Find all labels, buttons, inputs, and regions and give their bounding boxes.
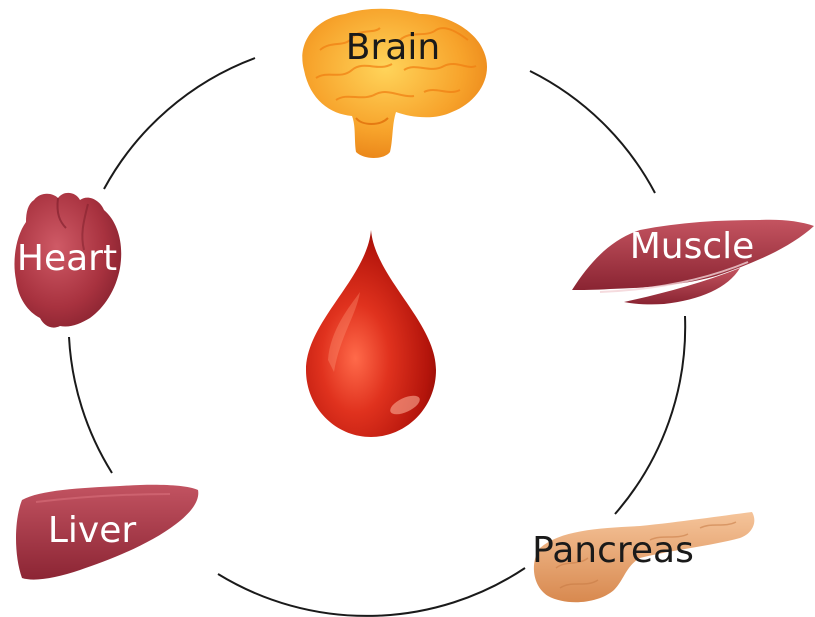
ring-arc-brain-to-muscle bbox=[530, 71, 655, 193]
ring-arc-liver-to-heart bbox=[69, 337, 112, 473]
blood-drop-icon bbox=[306, 230, 436, 437]
liver-organ: Liver bbox=[16, 485, 198, 580]
brain-label: Brain bbox=[346, 27, 440, 68]
pancreas-label: Pancreas bbox=[532, 530, 694, 571]
ring-arc-heart-to-brain bbox=[104, 58, 255, 189]
brain-organ: Brain bbox=[302, 9, 487, 158]
pancreas-organ: Pancreas bbox=[532, 512, 754, 602]
liver-label: Liver bbox=[48, 510, 137, 551]
muscle-label: Muscle bbox=[630, 226, 755, 267]
heart-organ: Heart bbox=[14, 193, 121, 328]
heart-label: Heart bbox=[17, 238, 117, 279]
ring-arc-pancreas-to-liver bbox=[218, 568, 525, 616]
muscle-organ: Muscle bbox=[572, 220, 814, 305]
ring-arc-muscle-to-pancreas bbox=[615, 316, 685, 514]
